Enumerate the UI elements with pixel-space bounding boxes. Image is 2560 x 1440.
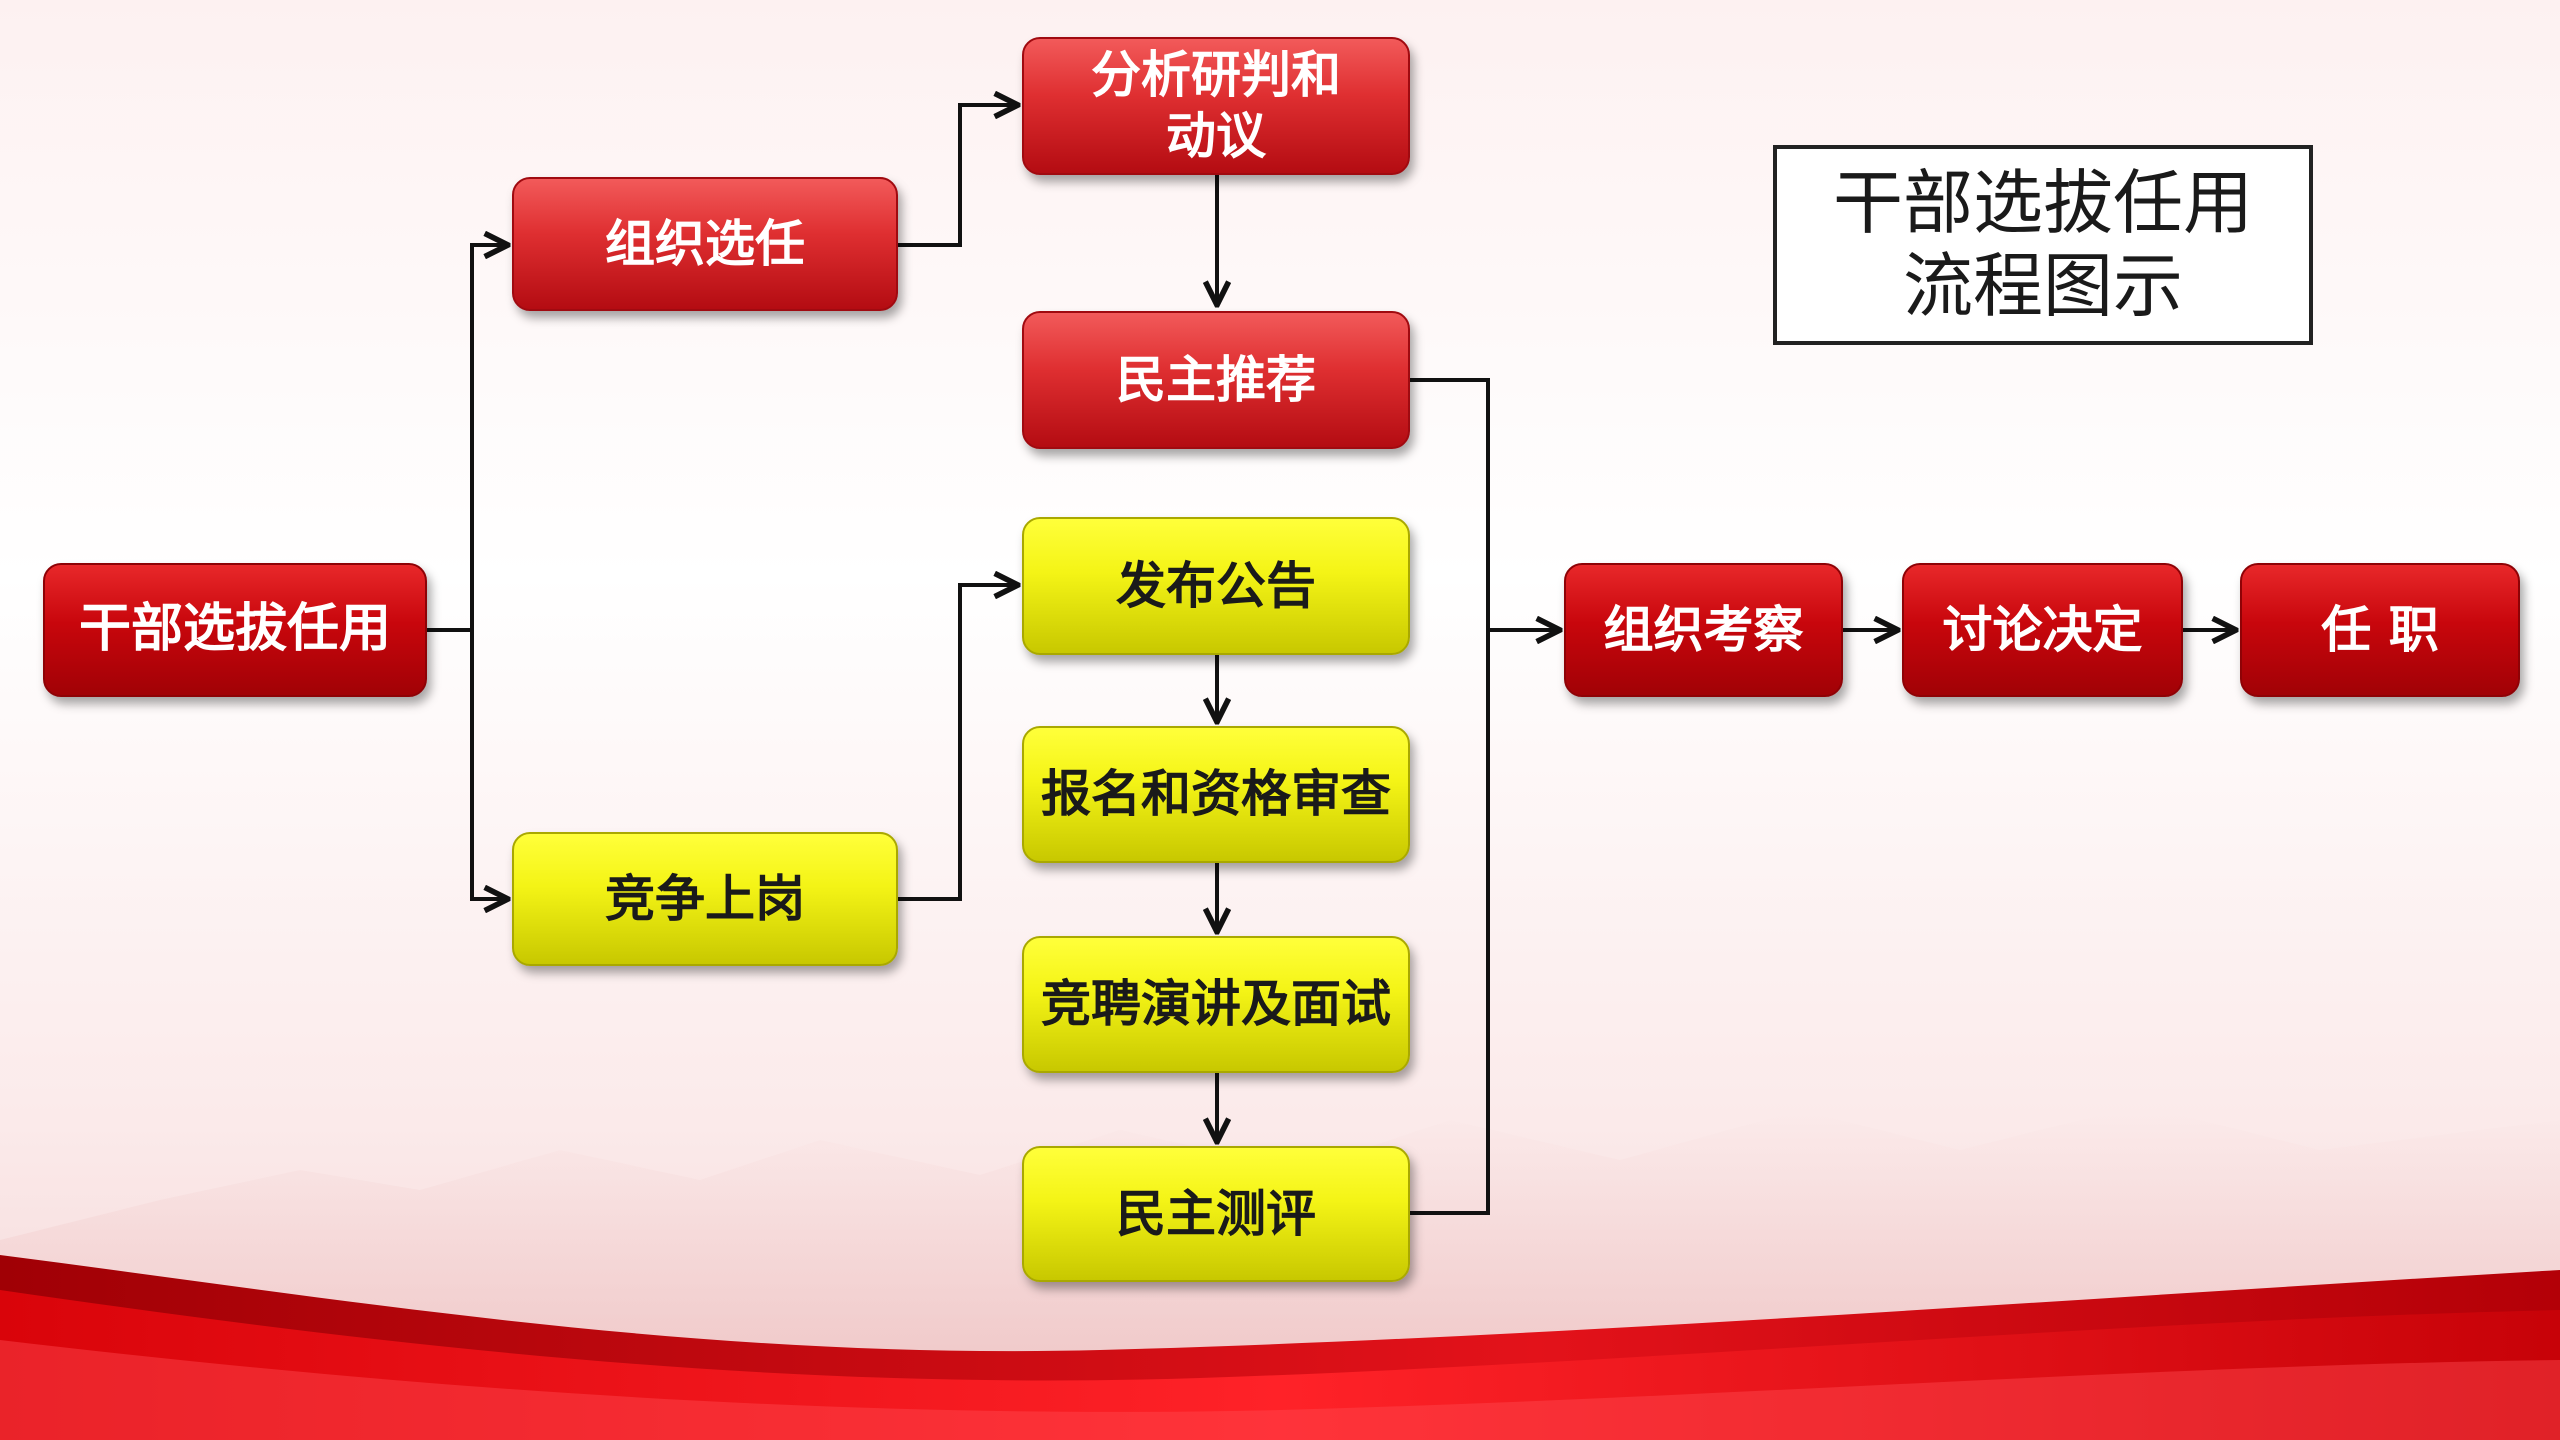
node-inspection-label: 组织考察 xyxy=(1603,600,1804,659)
node-democratic-evaluation: 民主测评 xyxy=(1022,1146,1410,1282)
node-democratic-evaluation-label: 民主测评 xyxy=(1116,1184,1316,1243)
node-root: 干部选拔任用 xyxy=(43,563,427,697)
diagram-title-box: 干部选拔任用流程图示 xyxy=(1773,145,2313,345)
node-org-selection: 组织选任 xyxy=(512,177,898,311)
node-org-selection-label: 组织选任 xyxy=(605,214,805,273)
node-root-label: 干部选拔任用 xyxy=(78,599,391,660)
connector-competition-to-announcement xyxy=(898,585,1018,901)
node-democratic-recommendation-label: 民主推荐 xyxy=(1116,350,1316,409)
node-analysis: 分析研判和动议 xyxy=(1022,37,1410,175)
ribbon-main xyxy=(0,1290,2560,1440)
node-democratic-recommendation: 民主推荐 xyxy=(1022,311,1410,449)
connector-org-selection-to-analysis xyxy=(898,105,1018,247)
connector-root-to-org-selection xyxy=(427,245,508,632)
node-inspection: 组织考察 xyxy=(1564,563,1843,697)
node-competition-label: 竞争上岗 xyxy=(605,869,805,928)
node-appointment: 任 职 xyxy=(2240,563,2520,697)
node-announcement-label: 发布公告 xyxy=(1116,556,1316,615)
node-speech-interview: 竞聘演讲及面试 xyxy=(1022,936,1410,1073)
node-registration-label: 报名和资格审查 xyxy=(1041,765,1391,823)
diagram-title: 干部选拔任用流程图示 xyxy=(1833,162,2253,327)
node-appointment-label: 任 职 xyxy=(2321,600,2439,659)
node-analysis-label: 分析研判和动议 xyxy=(1091,46,1341,165)
node-discussion-label: 讨论决定 xyxy=(1942,600,2143,659)
connector-recommendation-to-bus xyxy=(1410,378,1490,1215)
node-announcement: 发布公告 xyxy=(1022,517,1410,655)
node-registration: 报名和资格审查 xyxy=(1022,726,1410,863)
node-competition: 竞争上岗 xyxy=(512,832,898,966)
node-speech-interview-label: 竞聘演讲及面试 xyxy=(1041,975,1391,1033)
connector-root-to-competition xyxy=(470,630,508,899)
ribbon-highlight xyxy=(0,1340,2560,1440)
node-discussion: 讨论决定 xyxy=(1902,563,2183,697)
